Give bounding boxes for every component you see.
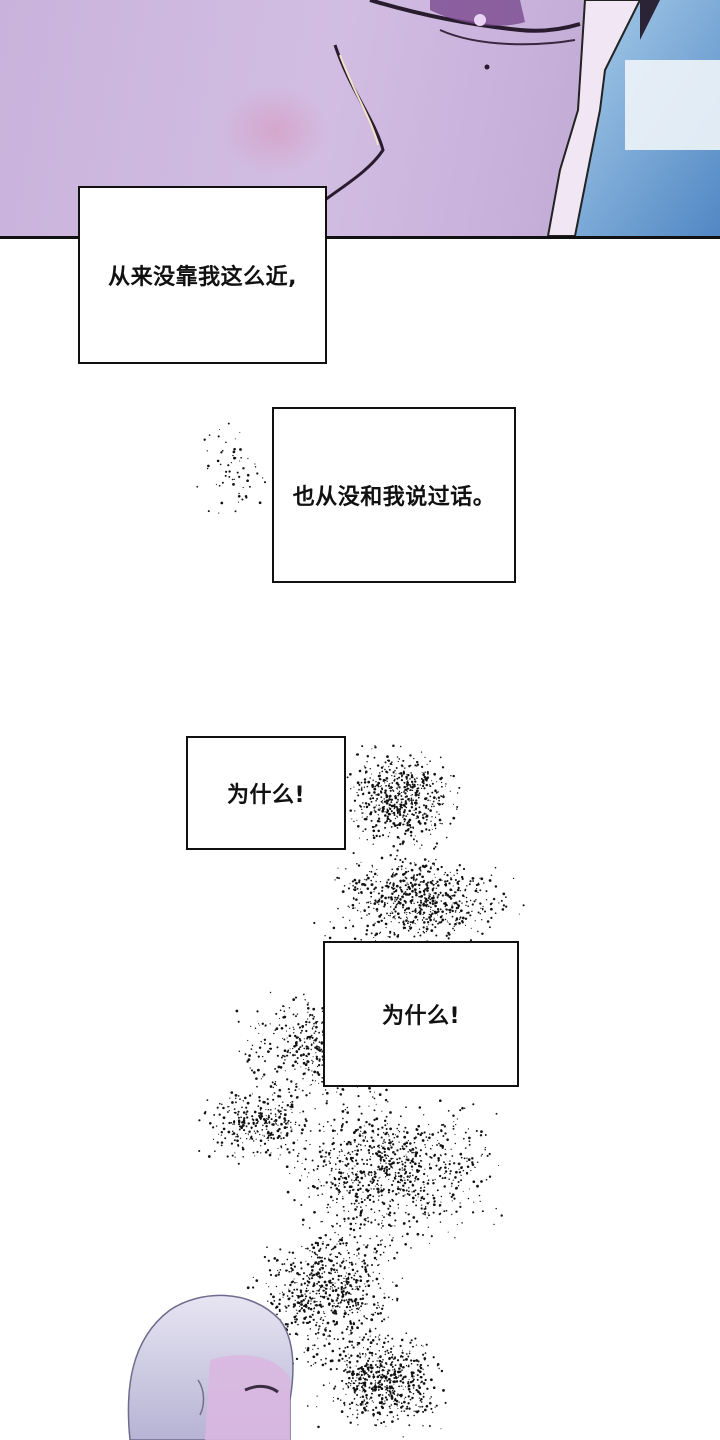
caption-text: 为什么! — [381, 1004, 461, 1029]
face — [205, 1355, 290, 1440]
caption-text: 从来没靠我这么近, — [108, 265, 297, 290]
cheek-blush — [220, 85, 330, 175]
caption-box-3: 为什么! — [186, 736, 346, 850]
ear — [197, 1379, 205, 1416]
caption-box-1: 从来没靠我这么近, — [78, 186, 327, 364]
nose-line — [324, 44, 385, 202]
character-head-illustration — [127, 1294, 294, 1440]
caption-box-2: 也从没和我说过话。 — [272, 407, 516, 583]
caption-box-4: 为什么! — [323, 941, 519, 1087]
face-closeup-illustration — [220, 0, 720, 236]
eye-iris — [430, 0, 525, 26]
caption-text: 也从没和我说过话。 — [292, 485, 496, 510]
caption-text: 为什么! — [226, 783, 306, 808]
eye — [244, 1384, 279, 1394]
mole — [484, 64, 490, 70]
hair-strand — [546, 0, 642, 236]
